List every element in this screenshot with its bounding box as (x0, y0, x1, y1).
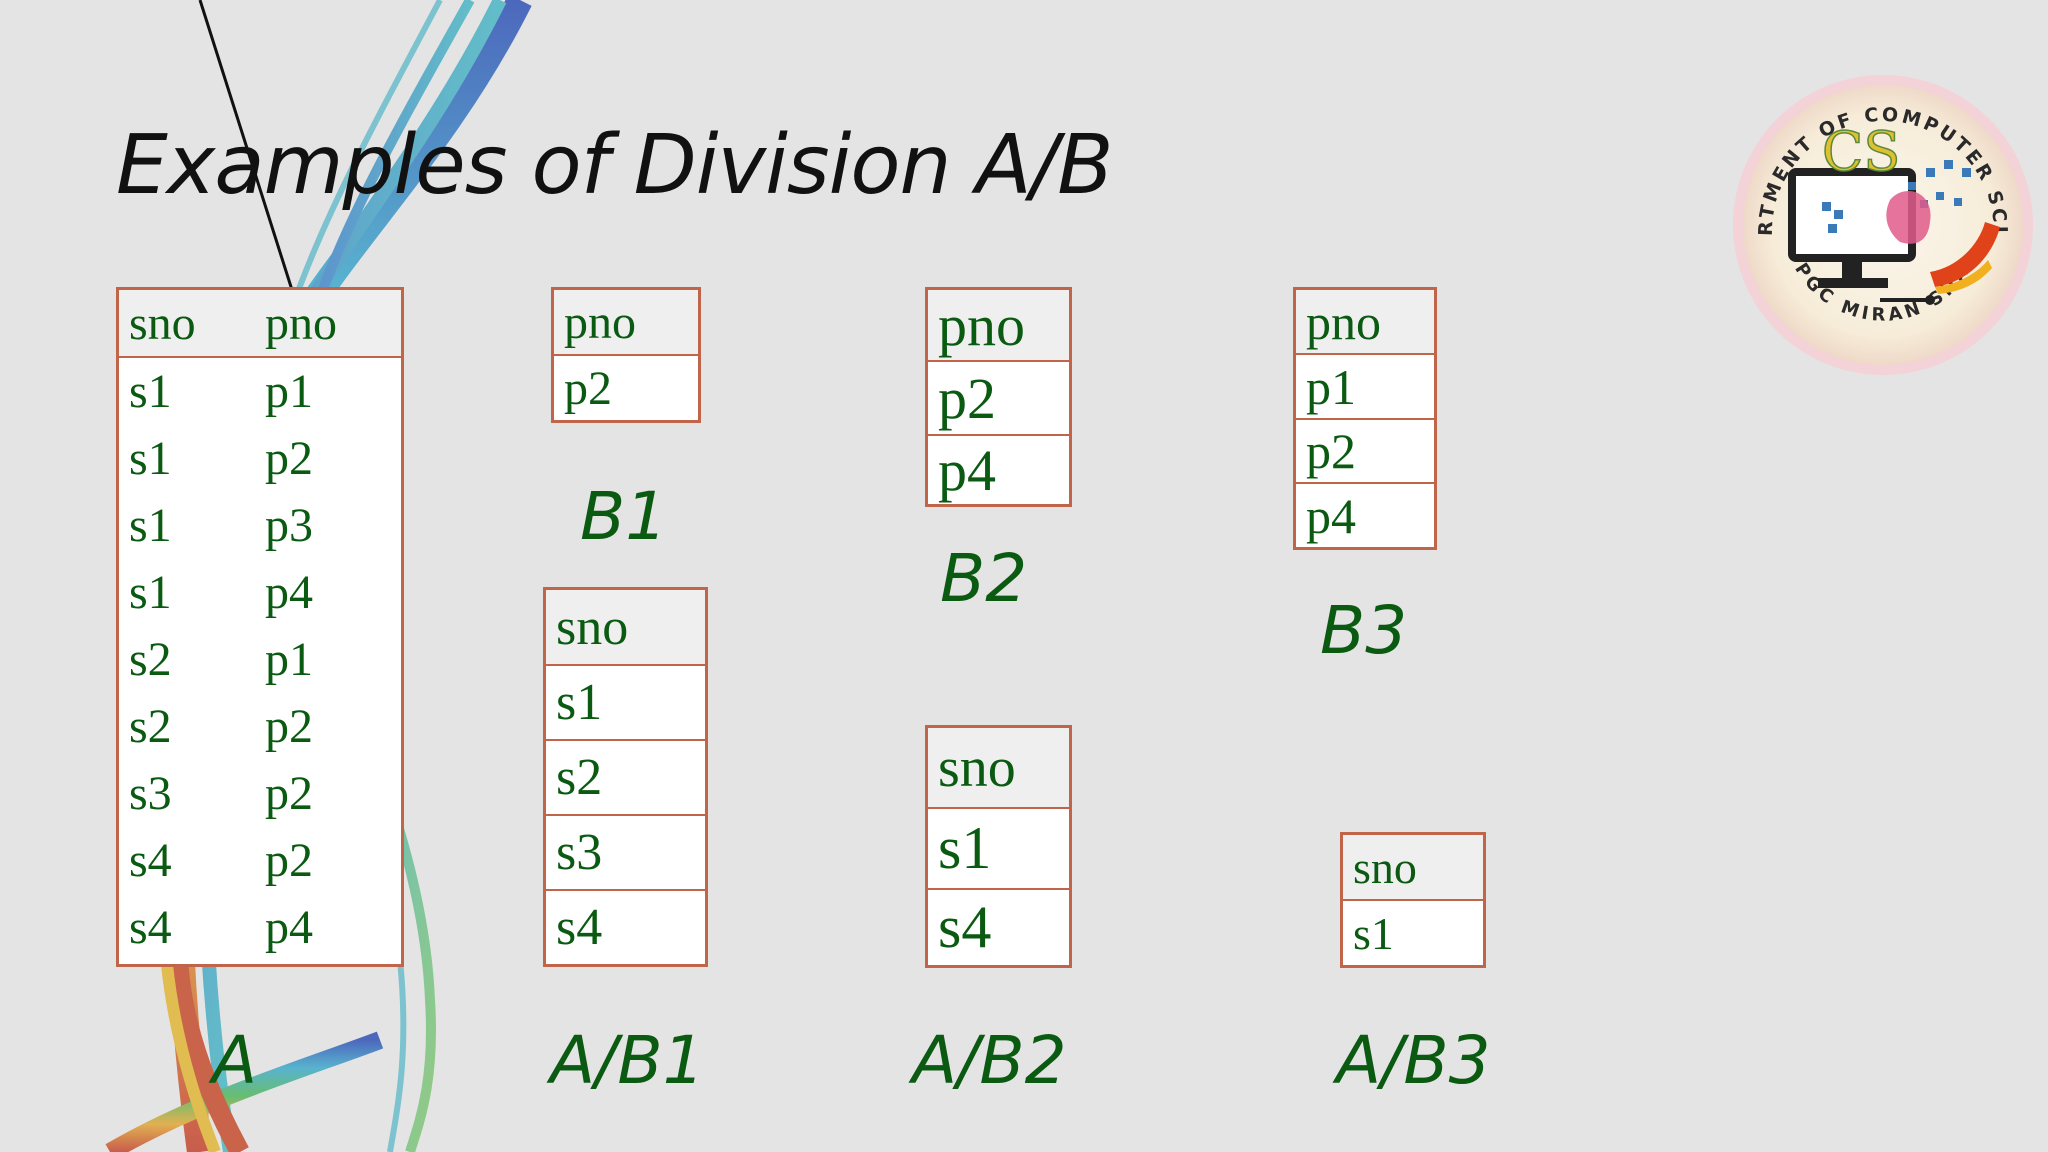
table-row: s4 p2 (119, 827, 401, 894)
table-cell: s1 (1353, 907, 1394, 959)
table-header-row: sno (546, 590, 705, 666)
table-cell: p2 (938, 365, 996, 431)
table-cell: p2 (265, 767, 313, 820)
table-a-div-b1: sno s1 s2 s3 s4 (543, 587, 708, 967)
table-row: s1 (546, 666, 705, 741)
caption-b3: B3 (1320, 592, 1408, 669)
table-header-row: pno (554, 290, 698, 356)
caption-b1: B1 (580, 478, 668, 555)
header-pno: pno (1306, 293, 1381, 350)
table-cell: s1 (938, 815, 992, 881)
table-header-row: sno pno (119, 290, 401, 358)
table-row: s1 (1343, 901, 1483, 965)
table-row: p2 (1296, 420, 1434, 484)
header-pno: pno (938, 292, 1025, 358)
table-row: s1 p2 (119, 425, 401, 492)
table-row: s3 p2 (119, 760, 401, 827)
table-cell: p1 (265, 365, 313, 418)
table-cell: s3 (556, 824, 603, 881)
table-cell: p4 (938, 437, 996, 503)
table-header-row: pno (928, 290, 1069, 362)
table-row: p1 (1296, 355, 1434, 420)
table-cell: s2 (129, 700, 172, 753)
caption-a-div-b1: A/B1 (550, 1022, 705, 1099)
table-cell: s1 (556, 674, 603, 731)
table-row: s2 p1 (119, 626, 401, 693)
table-cell: s1 (129, 365, 172, 418)
table-a-div-b2: sno s1 s4 (925, 725, 1072, 968)
caption-a-div-b3: A/B3 (1336, 1022, 1491, 1099)
table-row: s1 p3 (119, 492, 401, 559)
svg-text:CS: CS (1822, 120, 1900, 183)
table-row: s1 (928, 809, 1069, 890)
table-header-row: sno (1343, 835, 1483, 901)
table-row: s4 p4 (119, 894, 401, 961)
header-sno: sno (1353, 841, 1417, 893)
table-cell: s2 (129, 633, 172, 686)
table-cell: s1 (129, 566, 172, 619)
table-cell: p2 (265, 700, 313, 753)
table-cell: p1 (265, 633, 313, 686)
caption-b2: B2 (940, 540, 1028, 617)
caption-a-div-b2: A/B2 (912, 1022, 1067, 1099)
table-row: p4 (1296, 484, 1434, 547)
table-header-row: sno (928, 728, 1069, 809)
table-cell: s4 (938, 894, 992, 960)
table-b3: pno p1 p2 p4 (1293, 287, 1437, 550)
table-cell: p3 (265, 499, 313, 552)
header-sno: sno (556, 598, 629, 656)
table-row: s2 (546, 741, 705, 816)
header-sno: sno (938, 736, 1016, 799)
slide-title: Examples of Division A/B (116, 118, 1114, 213)
table-cell: p4 (265, 901, 313, 954)
table-cell: p2 (265, 432, 313, 485)
table-header-row: pno (1296, 290, 1434, 355)
table-cell: p2 (1306, 423, 1356, 479)
table-b2: pno p2 p4 (925, 287, 1072, 507)
header-sno: sno (129, 296, 196, 350)
table-b1: pno p2 (551, 287, 701, 423)
table-cell: p4 (1306, 487, 1356, 544)
table-cell: s4 (129, 834, 172, 887)
caption-a: A (212, 1022, 258, 1099)
table-a-div-b3: sno s1 (1340, 832, 1486, 968)
table-cell: p1 (1306, 358, 1356, 415)
table-row: p4 (928, 436, 1069, 504)
table-row: s2 p2 (119, 693, 401, 760)
table-cell: s4 (556, 899, 603, 956)
table-cell: p2 (265, 834, 313, 887)
table-row: p2 (554, 356, 698, 420)
table-cell: s4 (129, 901, 172, 954)
table-a: sno pno s1 p1 s1 p2 s1 p3 s1 p4 s2 p1 s2 p2 s3… (116, 287, 404, 967)
header-pno: pno (564, 295, 636, 349)
table-row: s4 (928, 890, 1069, 965)
table-row: s1 p1 (119, 358, 401, 425)
table-row: s4 (546, 891, 705, 964)
table-row: s3 (546, 816, 705, 891)
table-row: p2 (928, 362, 1069, 436)
table-cell: s3 (129, 767, 172, 820)
table-cell: s2 (556, 749, 603, 806)
table-cell: p4 (265, 566, 313, 619)
table-cell: s1 (129, 499, 172, 552)
table-cell: p2 (564, 361, 612, 415)
header-pno: pno (265, 296, 337, 350)
table-row: s1 p4 (119, 559, 401, 626)
table-cell: s1 (129, 432, 172, 485)
department-logo: DEPARTMENT OF COMPUTER SCIENCE GPGC MIRA… (1730, 72, 2033, 375)
